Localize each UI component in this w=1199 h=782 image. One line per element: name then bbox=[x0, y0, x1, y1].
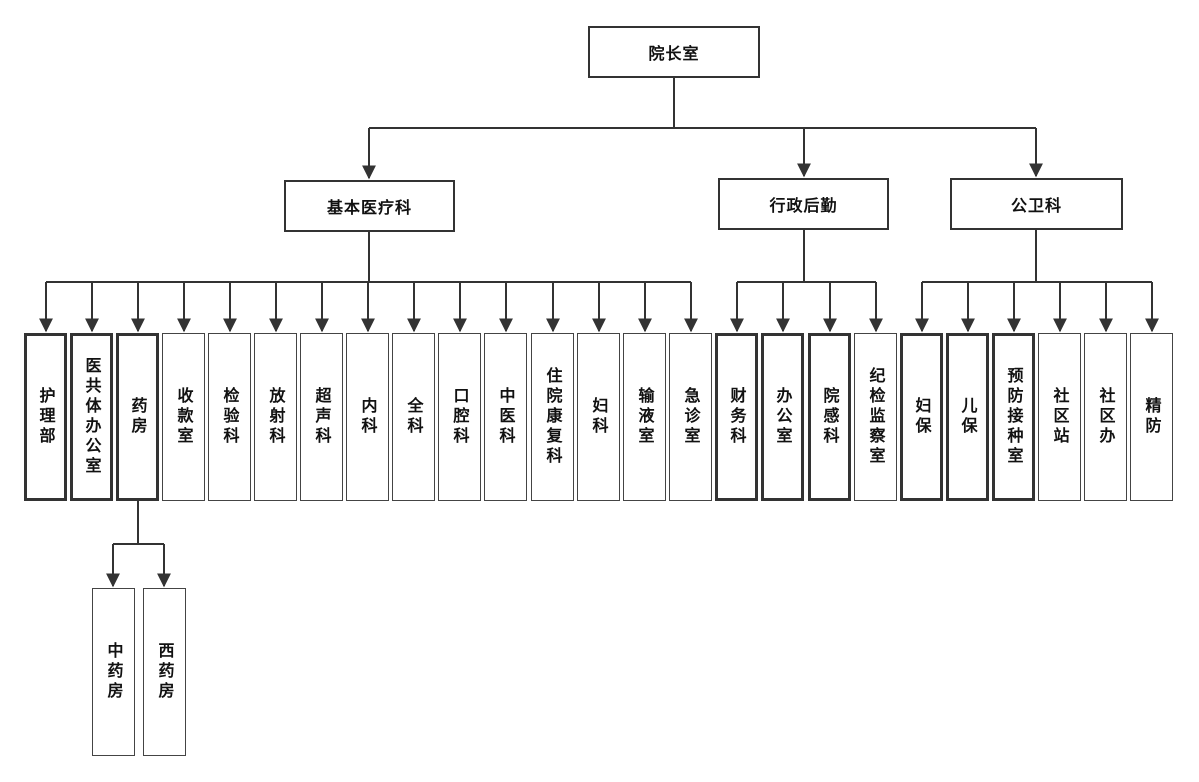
unit-label: 西药房 bbox=[155, 642, 175, 702]
unit-label: 放射科 bbox=[266, 387, 286, 447]
unit-node-radiology: 放射科 bbox=[254, 333, 297, 501]
unit-label: 收款室 bbox=[174, 387, 194, 447]
unit-node-inpatient-rehab: 住院康复科 bbox=[531, 333, 574, 501]
unit-node-ultrasound: 超声科 bbox=[300, 333, 343, 501]
unit-label: 社区站 bbox=[1050, 387, 1070, 447]
unit-node-community-office: 社区办 bbox=[1084, 333, 1127, 501]
unit-label: 检验科 bbox=[220, 387, 240, 447]
dept-label: 基本医疗科 bbox=[326, 198, 412, 217]
unit-label: 全科 bbox=[404, 397, 424, 437]
unit-label: 纪检监察室 bbox=[866, 367, 886, 467]
unit-label: 输液室 bbox=[635, 387, 655, 447]
dept-node-public-health: 公卫科 bbox=[950, 178, 1123, 230]
unit-node-stomatology: 口腔科 bbox=[438, 333, 481, 501]
unit-label: 口腔科 bbox=[450, 387, 470, 447]
unit-node-medical-alliance-office: 医共体办公室 bbox=[70, 333, 113, 501]
unit-label: 社区办 bbox=[1096, 387, 1116, 447]
unit-label: 财务科 bbox=[727, 387, 747, 447]
unit-label: 急诊室 bbox=[681, 387, 701, 447]
unit-label: 住院康复科 bbox=[543, 367, 563, 467]
dept-label: 行政后勤 bbox=[769, 196, 838, 215]
unit-node-community-station: 社区站 bbox=[1038, 333, 1081, 501]
dept-label: 公卫科 bbox=[1010, 196, 1062, 215]
dept-node-admin-logistics: 行政后勤 bbox=[718, 178, 889, 230]
unit-node-laboratory: 检验科 bbox=[208, 333, 251, 501]
unit-node-finance: 财务科 bbox=[715, 333, 758, 501]
unit-node-discipline-inspection: 纪检监察室 bbox=[854, 333, 897, 501]
unit-node-cashier: 收款室 bbox=[162, 333, 205, 501]
unit-node-tcm: 中医科 bbox=[484, 333, 527, 501]
unit-label: 中医科 bbox=[496, 387, 516, 447]
unit-node-infusion-room: 输液室 bbox=[623, 333, 666, 501]
unit-node-emergency-room: 急诊室 bbox=[669, 333, 712, 501]
unit-node-western-pharmacy: 西药房 bbox=[143, 588, 186, 756]
unit-node-mental-health: 精防 bbox=[1130, 333, 1173, 501]
unit-label: 院感科 bbox=[820, 387, 840, 447]
root-label: 院长室 bbox=[648, 44, 700, 63]
unit-node-vaccination-room: 预防接种室 bbox=[992, 333, 1035, 501]
unit-label: 妇科 bbox=[589, 397, 609, 437]
unit-label: 预防接种室 bbox=[1004, 367, 1024, 467]
unit-node-office: 办公室 bbox=[761, 333, 804, 501]
unit-node-general-practice: 全科 bbox=[392, 333, 435, 501]
unit-label: 儿保 bbox=[958, 397, 978, 437]
unit-label: 内科 bbox=[358, 397, 378, 437]
dept-node-basic-medical: 基本医疗科 bbox=[284, 180, 455, 232]
unit-node-infection-control: 院感科 bbox=[808, 333, 851, 501]
unit-label: 办公室 bbox=[773, 387, 793, 447]
unit-node-pharmacy: 药房 bbox=[116, 333, 159, 501]
unit-node-maternal-health: 妇保 bbox=[900, 333, 943, 501]
unit-node-nursing: 护理部 bbox=[24, 333, 67, 501]
unit-node-internal-medicine: 内科 bbox=[346, 333, 389, 501]
unit-label: 超声科 bbox=[312, 387, 332, 447]
root-node-president-office: 院长室 bbox=[588, 26, 760, 78]
unit-label: 医共体办公室 bbox=[82, 357, 102, 477]
unit-label: 药房 bbox=[128, 397, 148, 437]
unit-label: 精防 bbox=[1142, 397, 1162, 437]
unit-label: 妇保 bbox=[912, 397, 932, 437]
unit-node-gynecology: 妇科 bbox=[577, 333, 620, 501]
unit-node-child-health: 儿保 bbox=[946, 333, 989, 501]
unit-label: 护理部 bbox=[36, 387, 56, 447]
unit-label: 中药房 bbox=[104, 642, 124, 702]
unit-node-tcm-pharmacy: 中药房 bbox=[92, 588, 135, 756]
